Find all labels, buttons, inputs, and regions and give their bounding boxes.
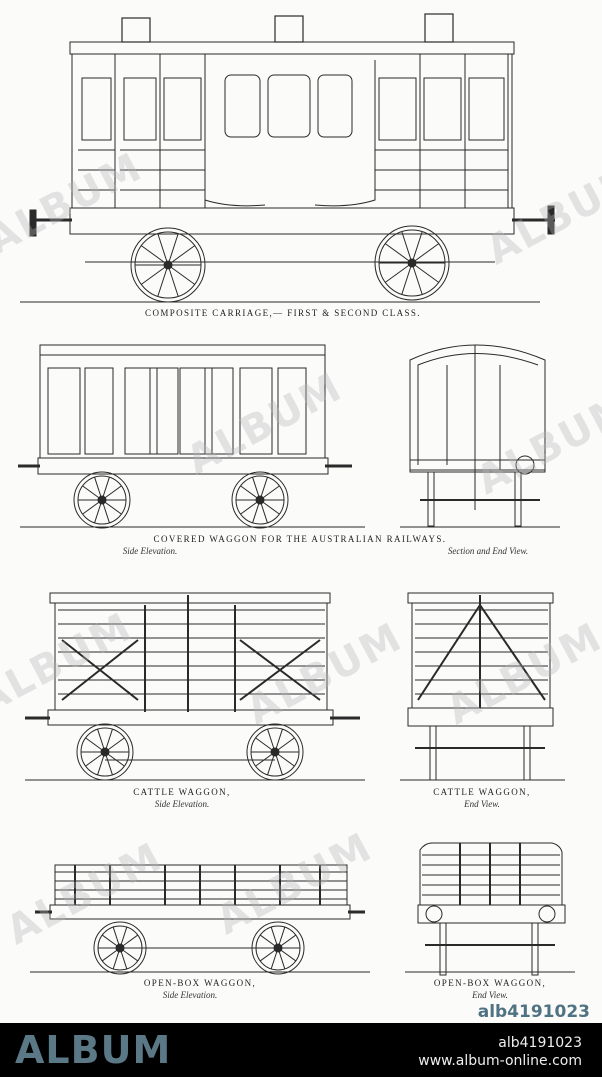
cattle-end-caption: CATTLE WAGGON, (433, 787, 531, 797)
wheel (231, 471, 289, 529)
cattle-end-label: End View. (464, 799, 500, 809)
covered-side-label: Side Elevation. (122, 546, 178, 556)
wheel (93, 921, 147, 975)
panel (179, 367, 213, 455)
panel (239, 367, 273, 455)
openbox-end-label: End View. (472, 990, 508, 1000)
openbox-side-caption: OPEN-BOX WAGGON, (143, 978, 257, 988)
openbox-end-caption: OPEN-BOX WAGGON, (433, 978, 547, 988)
covered-waggon-caption: COVERED WAGGON FOR THE AUSTRALIAN RAILWA… (153, 534, 447, 544)
covered-waggon-end-drawing (400, 344, 560, 528)
website-link[interactable]: www.album-online.com (418, 1053, 582, 1069)
wheel (246, 723, 304, 781)
roof-lamps (121, 13, 454, 43)
album-logo: ALBUM (15, 1028, 172, 1072)
window (267, 74, 311, 138)
image-id: alb4191023 (498, 1035, 582, 1051)
window (123, 77, 157, 141)
cattle-side-label: Side Elevation. (154, 799, 210, 809)
window (423, 77, 462, 141)
reference-stamp: alb4191023 (477, 1002, 590, 1022)
panel (277, 367, 307, 455)
panel (84, 367, 114, 455)
cattle-side-caption: CATTLE WAGGON, (133, 787, 231, 797)
cattle-waggon-end-drawing (400, 592, 565, 781)
window (317, 74, 353, 138)
wheel (73, 471, 131, 529)
cattle-waggon-side-drawing (25, 592, 365, 781)
composite-carriage-caption: COMPOSITE CARRIAGE,— FIRST & SECOND CLAS… (145, 308, 421, 318)
window (378, 77, 417, 141)
window (81, 77, 112, 141)
footer-bar: ALBUM alb4191023 www.album-online.com (0, 1023, 602, 1077)
panel (149, 367, 179, 455)
wheel (76, 723, 134, 781)
window (224, 74, 261, 138)
covered-waggon-side-drawing (18, 344, 365, 528)
window (163, 77, 202, 141)
wheel (130, 227, 206, 303)
panel (204, 367, 234, 455)
panel (47, 367, 81, 455)
wheels (73, 225, 450, 975)
wheel (374, 225, 450, 301)
covered-end-label: Section and End View. (447, 546, 529, 556)
openbox-side-label: Side Elevation. (162, 990, 218, 1000)
open-box-waggon-end-drawing (405, 842, 575, 976)
panel (124, 367, 158, 455)
open-box-waggon-side-drawing (30, 864, 370, 973)
composite-carriage-drawing (20, 13, 555, 303)
window (468, 77, 505, 141)
wheel (251, 921, 305, 975)
railway-wagons-engraving (18, 13, 575, 976)
